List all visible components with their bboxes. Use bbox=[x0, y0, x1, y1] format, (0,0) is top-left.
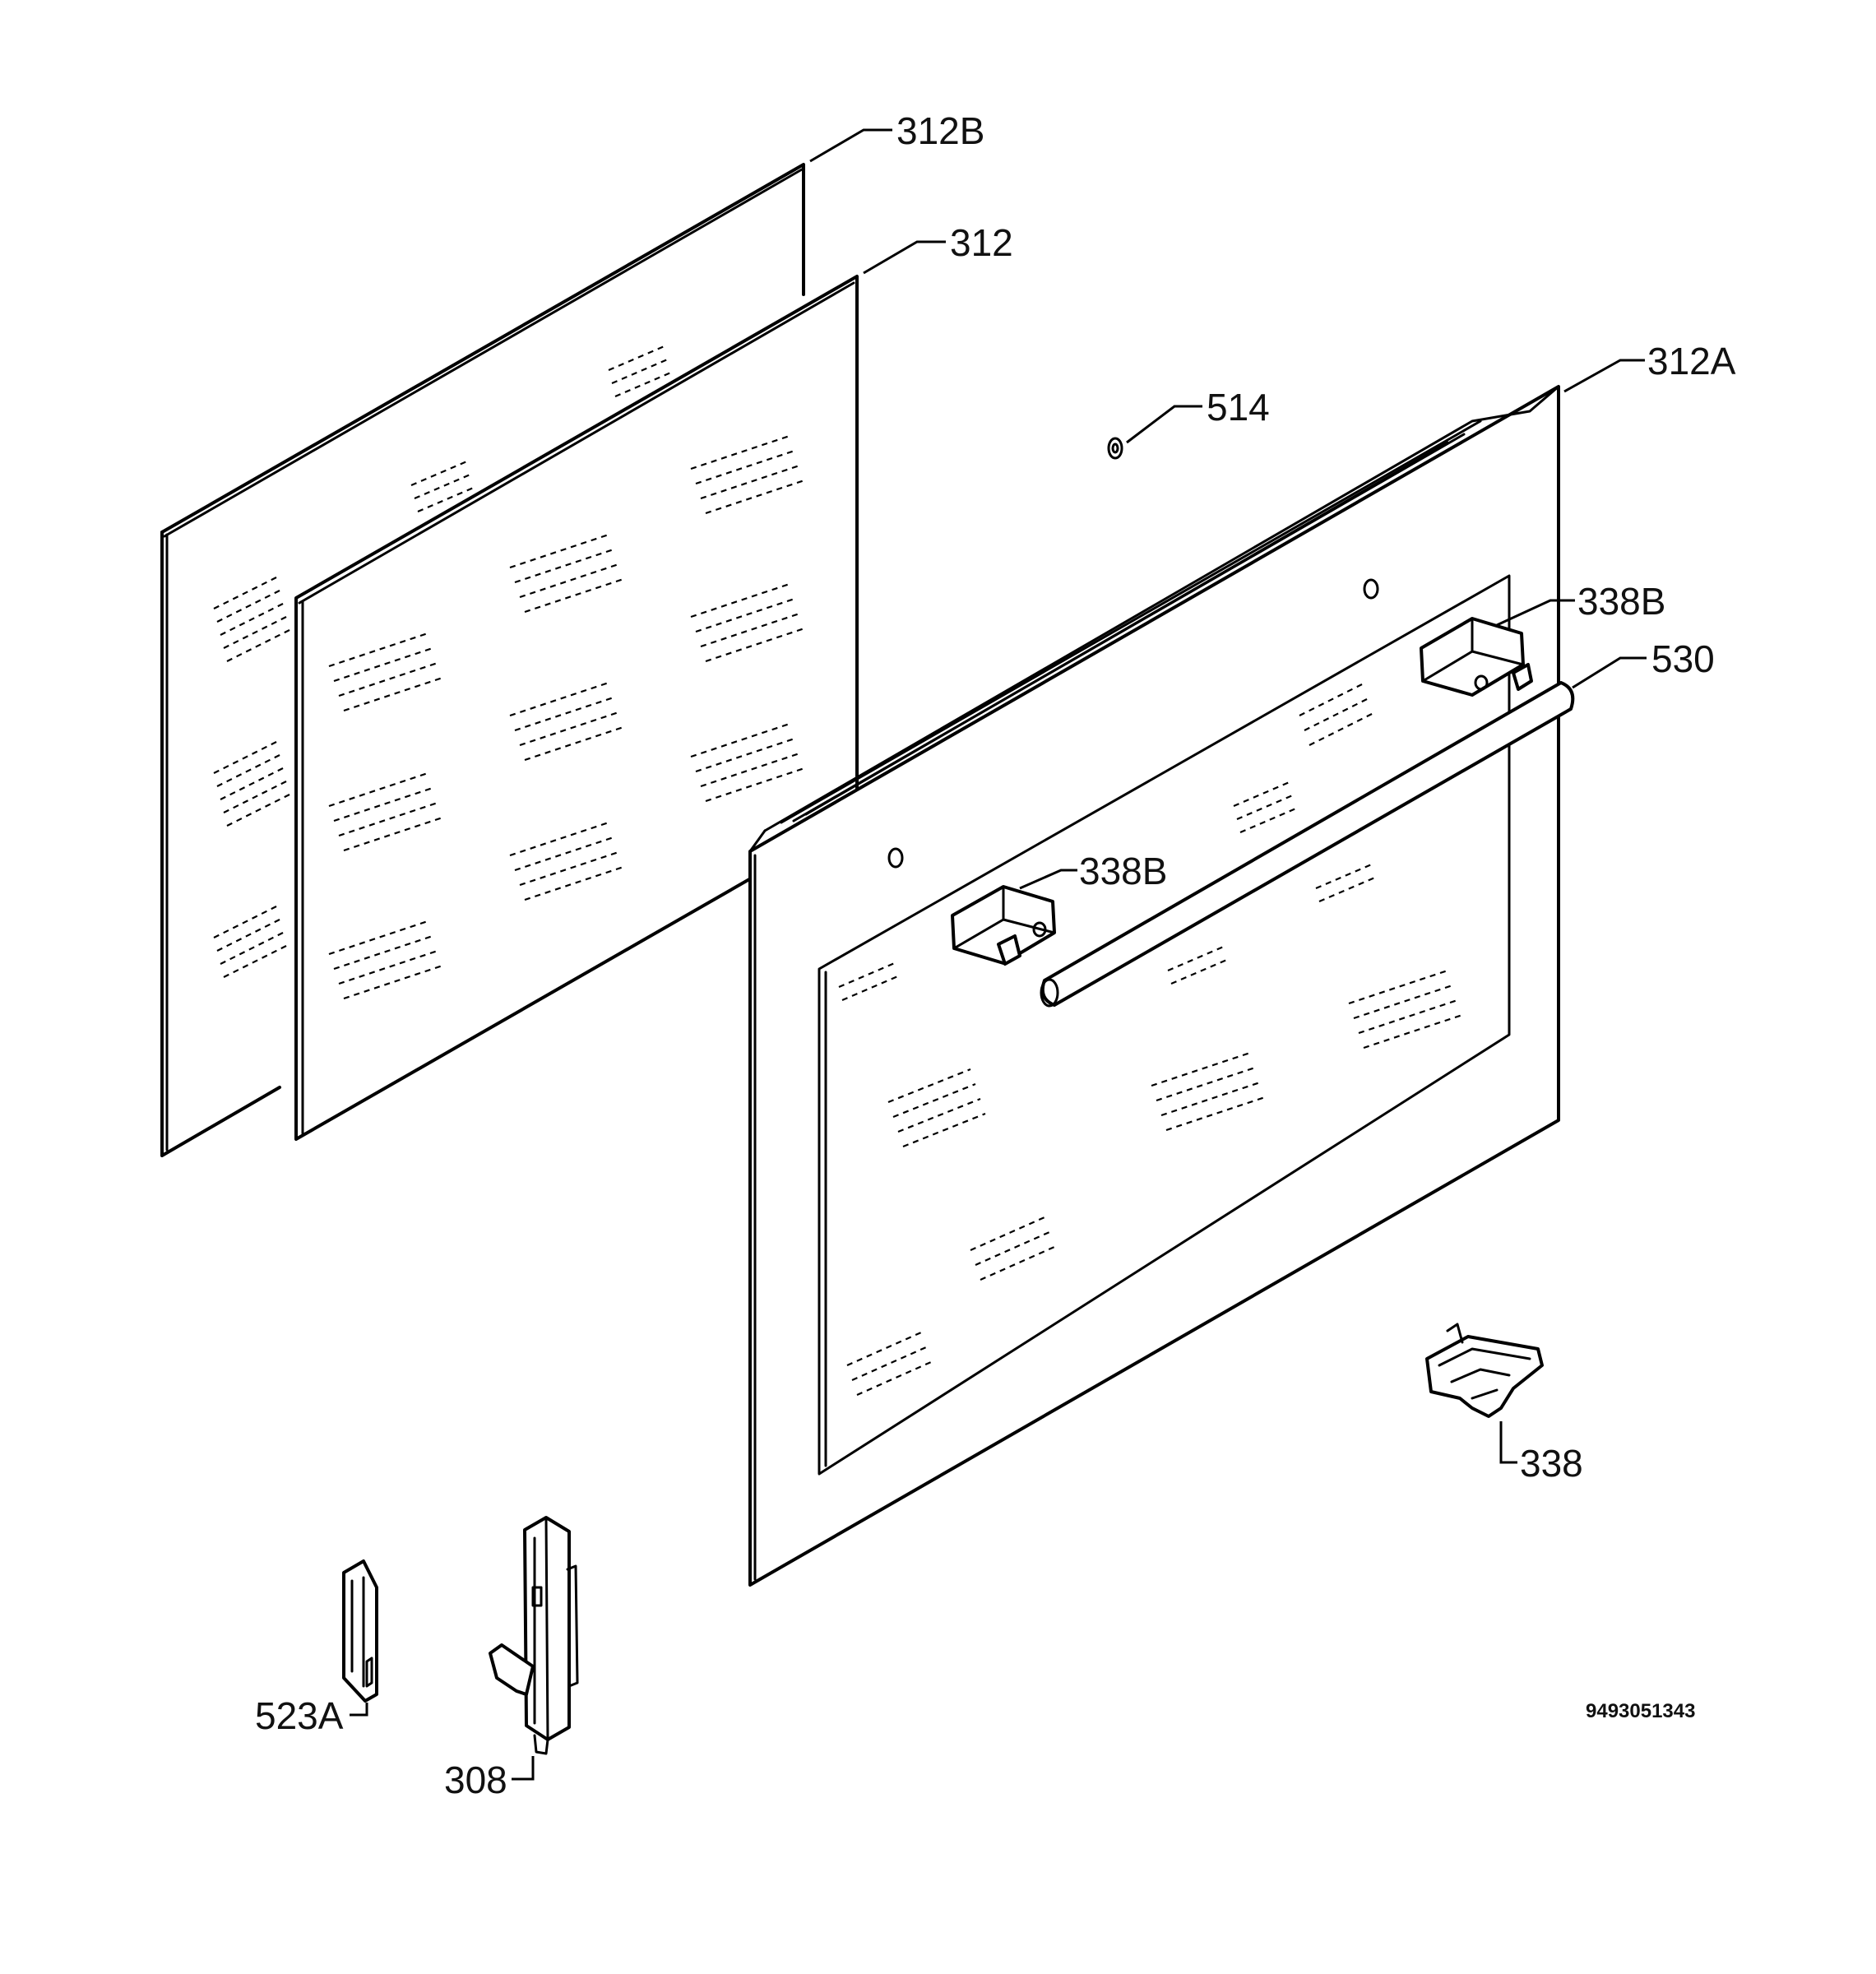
label-338: 338 bbox=[1520, 1442, 1583, 1485]
screw-514[interactable] bbox=[1107, 437, 1123, 460]
handle-bracket-338b-right[interactable] bbox=[1420, 617, 1533, 697]
glass-hatching bbox=[213, 344, 1463, 1397]
door-glass-312a[interactable] bbox=[748, 385, 1560, 1587]
label-338b-right: 338B bbox=[1577, 580, 1665, 623]
door-catch-338[interactable] bbox=[1425, 1323, 1544, 1418]
label-312: 312 bbox=[950, 221, 1013, 264]
label-514: 514 bbox=[1207, 386, 1270, 429]
label-523a: 523A bbox=[255, 1694, 344, 1737]
label-308: 308 bbox=[444, 1759, 507, 1801]
handle-bracket-338b-left[interactable] bbox=[951, 885, 1056, 966]
label-312a: 312A bbox=[1647, 340, 1736, 382]
handle-bar-530[interactable] bbox=[1040, 681, 1575, 1008]
drawing-number: 9493051343 bbox=[1586, 1700, 1695, 1722]
hinge-308[interactable] bbox=[489, 1516, 579, 1755]
label-338b-left: 338B bbox=[1079, 850, 1167, 892]
label-530: 530 bbox=[1651, 637, 1715, 680]
leader-lines bbox=[350, 128, 1647, 1781]
label-312b: 312B bbox=[896, 109, 984, 152]
glass-panel-312b[interactable] bbox=[160, 163, 805, 1157]
hinge-cover-523a[interactable] bbox=[342, 1559, 378, 1703]
